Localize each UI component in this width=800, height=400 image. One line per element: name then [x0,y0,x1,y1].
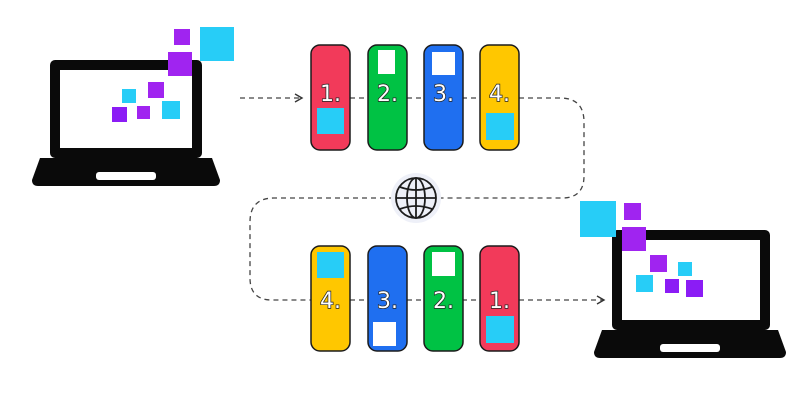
data-block [122,89,136,103]
data-block [112,107,127,122]
data-block [624,203,641,220]
packet-3: 3. [367,245,408,352]
packet-number: 2. [433,289,454,314]
packet-body [367,44,408,151]
globe-icon [395,177,437,219]
data-block [665,279,679,293]
data-block [650,255,667,272]
data-block [174,29,190,45]
packet-3: 3. [423,44,464,151]
data-block [137,106,150,119]
laptop-icon [32,60,220,186]
packet-number: 2. [377,82,398,107]
packet-payload [486,113,514,140]
packet-number: 4. [489,82,510,107]
packet-number: 4. [320,289,341,314]
packet-number: 3. [433,82,454,107]
packet-payload [432,252,455,276]
packet-number: 1. [489,289,510,314]
packet-payload [432,52,455,75]
packet-number: 3. [377,289,398,314]
data-block [200,27,234,61]
data-block [636,275,653,292]
data-block [622,227,646,251]
packet-payload [317,108,344,134]
packet-payload [486,316,514,343]
inbound-packets: 4. 3. 2. 1. [310,245,520,352]
packet-payload [378,50,395,74]
packet-number: 1. [320,82,341,107]
outbound-packets: 1. 2. 3. 4. [310,44,520,151]
transmission-path [240,93,606,305]
data-block [686,280,703,297]
route-from-network [249,197,394,301]
data-block [148,82,164,98]
packet-4: 4. [310,245,351,352]
data-block [168,52,192,76]
data-block [162,101,180,119]
packet-2: 2. [367,44,408,151]
packet-payload [317,252,344,278]
receiver-laptop [580,201,786,358]
packet-payload [373,322,396,346]
sender-laptop [32,27,234,186]
network-globe [391,173,441,223]
packet-1: 1. [479,245,520,352]
data-block [580,201,616,237]
packet-1: 1. [310,44,351,151]
packet-2: 2. [423,245,464,352]
packet-4: 4. [479,44,520,151]
data-block [678,262,692,276]
